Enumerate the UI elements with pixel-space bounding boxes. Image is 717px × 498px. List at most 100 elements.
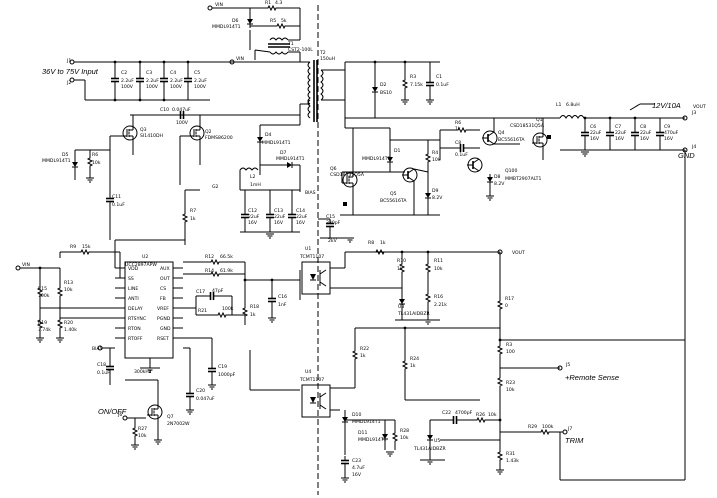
val-c2: 2.2uF [121, 78, 134, 84]
val-c1: 0.1uF [436, 82, 449, 88]
ref-r20: R20 [64, 320, 73, 326]
val-d6: MMDL914T1 [212, 24, 241, 30]
pin-delay: DELAY [128, 306, 143, 312]
pin-line: LINE [128, 286, 138, 292]
net-vin-top: VIN [215, 2, 223, 8]
val-q6: CSD18531Q5A [330, 172, 365, 178]
val-c13: 22uF [274, 214, 286, 220]
output-label: 12V/10A [652, 101, 681, 110]
trim-label: TRIM [565, 436, 584, 445]
v-c8: 16V [640, 136, 650, 142]
ref-c11: C11 [112, 194, 121, 200]
ref-r21: R21 [198, 308, 207, 314]
pin-vref: VREF [157, 306, 169, 312]
ref-d11: D11 [358, 430, 367, 436]
pin-ss: SS [128, 276, 134, 282]
val-r16: 2.21k [434, 302, 447, 308]
remote-sense-label: +Remote Sense [565, 373, 619, 382]
val-d2: BS10 [380, 90, 392, 96]
pin-aux: AUX [160, 266, 170, 272]
v-c15: 2kV [328, 238, 338, 244]
val-q7: 2N7002W [167, 421, 190, 427]
ref-q1: Q1 [536, 117, 543, 123]
ref-c1: C1 [436, 74, 442, 80]
ref-c6: C6 [590, 124, 596, 130]
v-c6: 16V [590, 136, 600, 142]
secondary-top [345, 61, 440, 118]
ref-q6: Q6 [330, 166, 337, 172]
ref-q7: Q7 [167, 414, 174, 420]
val-r18: 1k [250, 312, 256, 318]
val-c12: 22uF [248, 214, 260, 220]
ref-r18: R18 [250, 304, 259, 310]
sync-rectifier-q6 [340, 127, 440, 216]
input-label: 36V to 75V Input [42, 67, 99, 76]
ref-u3: U3 [398, 304, 404, 310]
val-c9: 470uF [664, 130, 679, 136]
v-c10: 100V [176, 120, 189, 126]
ref-l2: L2 [250, 174, 256, 180]
val-u2: UCC2897APW [125, 262, 157, 268]
net-bias: BIAS [92, 346, 103, 352]
val-c18: 0.1uF [97, 370, 110, 376]
pin-fb: FB [160, 296, 166, 302]
ref-r23: R23 [506, 380, 515, 386]
v-c9: 16V [664, 136, 674, 142]
net-vin-left: VIN [22, 262, 30, 268]
term-j4: J4 [691, 144, 696, 150]
onoff-label: ON/OFF [98, 407, 127, 416]
ref-r12: R12 [205, 254, 214, 260]
val-c23: 4.7uF [352, 465, 365, 471]
ref-d4: D4 [265, 132, 272, 138]
val-r22: 1k [360, 353, 366, 359]
ref-d9: D9 [432, 188, 439, 194]
u2-pin-labels: VDD SS LINE ANTI DELAY RTSYNC RTON RTOFF… [128, 266, 171, 342]
pin-vdd: VDD [128, 266, 139, 272]
ref-r29: R29 [528, 424, 537, 430]
val-r9: 15k [82, 244, 91, 250]
v-c2: 100V [121, 84, 134, 90]
pin-cs: CS [160, 286, 166, 292]
bias-section [207, 5, 310, 65]
v-c4: 100V [170, 84, 183, 90]
ref-r5: R5 [270, 18, 276, 24]
val-d1: MMDL914T1 [362, 156, 391, 162]
u4-opto [249, 150, 686, 483]
ref-c9: C9 [664, 124, 670, 130]
ref-r22: R22 [360, 346, 369, 352]
ref-q5: Q5 [390, 191, 397, 197]
ref-r11: R11 [434, 258, 443, 264]
net-bias-sec: BIAS [305, 190, 316, 196]
val-c14: 22uF [296, 214, 308, 220]
v-c7: 16V [615, 136, 625, 142]
ref-r7: R7 [190, 208, 196, 214]
ref-d6: D6 [232, 18, 239, 24]
val-c8b: 0.1uF [455, 152, 468, 158]
term-j2: J2 [66, 80, 71, 86]
ref-c18: C18 [97, 362, 106, 368]
val-r15: 100k [38, 293, 50, 299]
sync-rectifier-q1 [345, 117, 551, 201]
ref-c13: C13 [274, 208, 283, 214]
val-c4: 2.2uF [170, 78, 183, 84]
val-d4: MMDL914T1 [262, 140, 291, 146]
val-c19: 1000pF [218, 372, 236, 378]
ref-r3: R3 [410, 74, 416, 80]
ref-u5: U5 [434, 438, 440, 444]
ref-r26: R26 [476, 412, 485, 418]
val-u5: TL431AIDBZR [413, 446, 446, 452]
val-q1: CSD18531Q5A [510, 123, 545, 129]
pin-anti: ANTI [128, 296, 139, 302]
val-q100: MMBT2907ALT1 [505, 176, 541, 182]
ref-c4: C4 [170, 70, 176, 76]
ref-c16: C16 [278, 294, 287, 300]
onoff-section [122, 379, 163, 450]
ref-u2: U2 [142, 254, 148, 260]
ref-r8: R8 [368, 240, 374, 246]
ref-c19: C19 [218, 364, 227, 370]
v-c3: 100V [146, 84, 159, 90]
ref-l1: L1 [556, 102, 562, 108]
val-d5: MMDL914T1 [42, 158, 71, 164]
val-r31: 1.43k [506, 458, 519, 464]
val-r19: 3.74k [38, 327, 51, 333]
